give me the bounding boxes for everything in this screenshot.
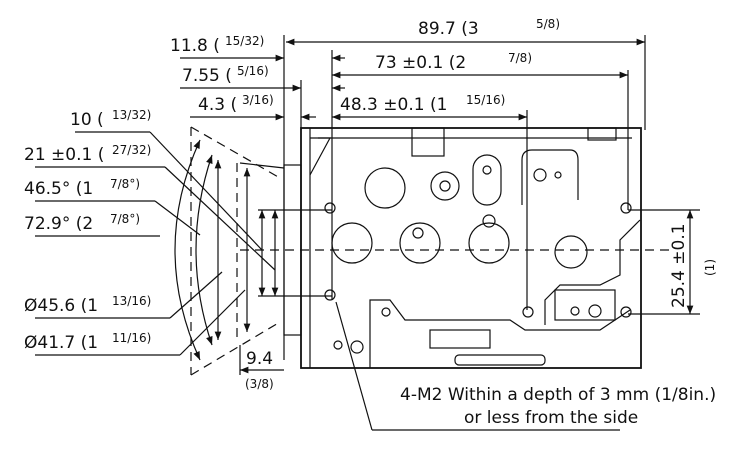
flange-thickness-fraction: 3/16) — [242, 93, 274, 107]
hole-spacing-long-label: 73 ±0.1 (2 — [375, 53, 466, 73]
diameter-outer-fraction: 13/16) — [112, 294, 151, 308]
lens-length-label: 9.4 — [246, 349, 273, 369]
lens-length-fraction: (3/8) — [245, 377, 274, 391]
angle-narrow-fraction: 7/8°) — [110, 177, 140, 191]
front-flange-label: 11.8 ( — [170, 36, 220, 56]
flange-thickness-label: 4.3 ( — [198, 95, 237, 115]
hole-spacing-short-label: 48.3 ±0.1 (1 — [340, 95, 447, 115]
dimension-lines — [180, 38, 694, 375]
angle-narrow-label: 46.5° (1 — [24, 179, 93, 199]
lens-depth-fraction: 13/32) — [112, 108, 151, 122]
hole-spacing-short-fraction: 15/16) — [466, 93, 505, 107]
diameter-inner-fraction: 11/16) — [112, 331, 151, 345]
vertical-spacing-fraction: (1) — [703, 259, 717, 276]
lens-depth-label: 10 ( — [70, 110, 104, 130]
lens-offset-label: 21 ±0.1 ( — [24, 145, 104, 165]
extension-lines — [283, 35, 700, 360]
vertical-spacing-label: 25.4 ±0.1 — [669, 223, 689, 308]
lens-offset-fraction: 27/32) — [112, 143, 151, 157]
overall-length-fraction: 5/8) — [536, 17, 560, 31]
diameter-inner-label: Ø41.7 (1 — [24, 333, 98, 353]
mount-to-hole-fraction: 5/16) — [237, 64, 269, 78]
dimension-labels: 89.7 (3 5/8) 11.8 ( 15/32) 7.55 ( 5/16) … — [24, 17, 717, 428]
angle-wide-fraction: 7/8°) — [110, 212, 140, 226]
mount-to-hole-label: 7.55 ( — [182, 66, 232, 86]
overall-length-label: 89.7 (3 — [418, 19, 479, 39]
diameter-outer-label: Ø45.6 (1 — [24, 296, 98, 316]
camera-body — [240, 127, 670, 369]
leader-lines — [35, 131, 620, 431]
lens-field-of-view — [174, 126, 332, 376]
mounting-note-line2: or less from the side — [464, 408, 638, 428]
angle-wide-label: 72.9° (2 — [24, 214, 93, 234]
mounting-note-line1: 4-M2 Within a depth of 3 mm (1/8in.) — [400, 385, 716, 405]
hole-spacing-long-fraction: 7/8) — [508, 51, 532, 65]
front-flange-fraction: 15/32) — [225, 34, 264, 48]
